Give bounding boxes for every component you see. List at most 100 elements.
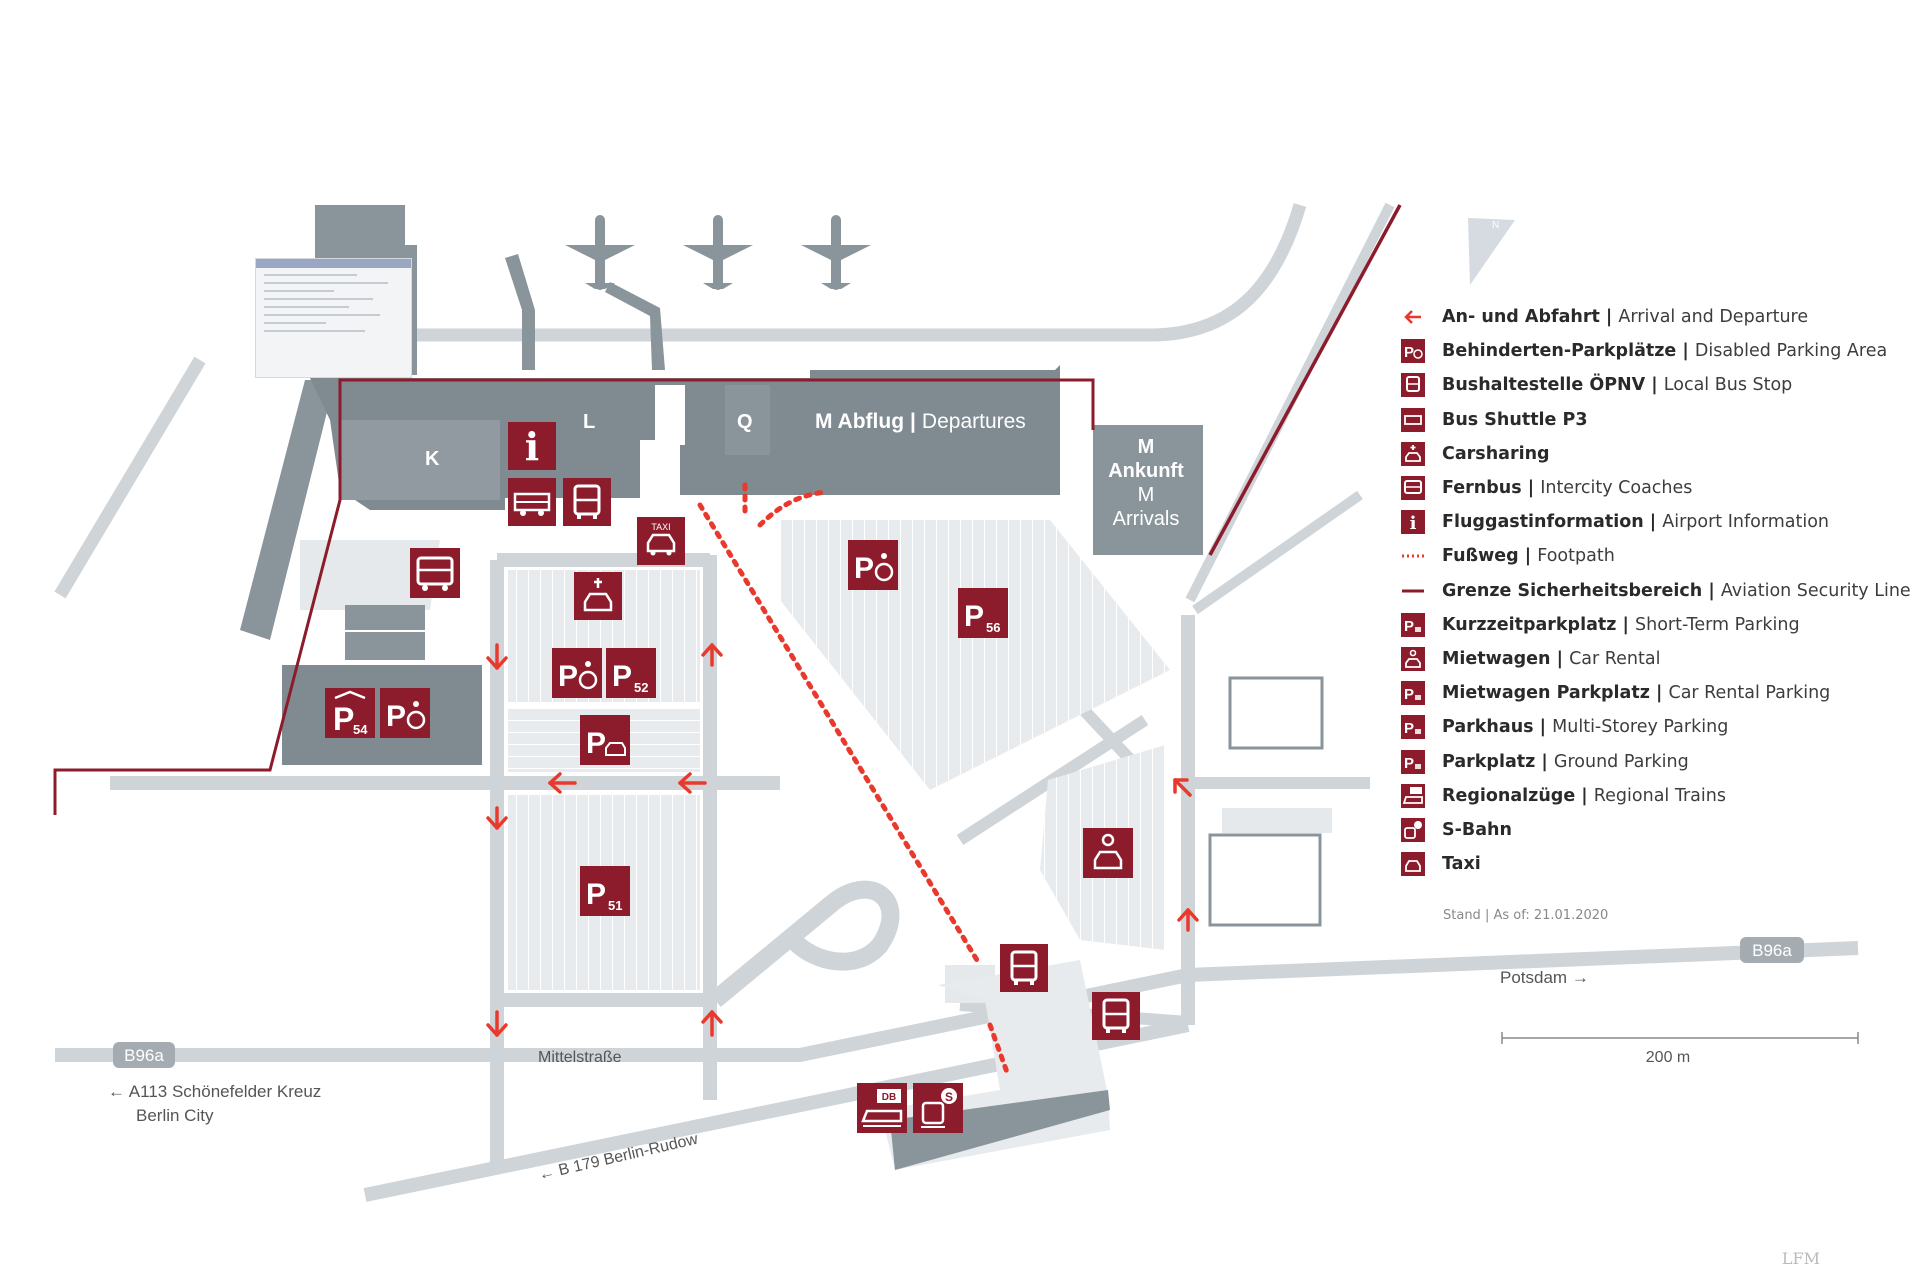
bus-stop-icon: [1400, 373, 1426, 398]
building-right-2: [1208, 833, 1322, 927]
coach-icon: [410, 548, 460, 598]
disabled-parking-icon: P: [552, 648, 602, 698]
pier-2: [605, 282, 665, 370]
short-term-parking-icon: P 52: [606, 648, 656, 698]
svg-text:S: S: [945, 1090, 953, 1104]
building-right-1: [1228, 676, 1324, 750]
legend-label: An- und Abfahrt | Arrival and Departure: [1442, 307, 1809, 328]
car-rental-parking-icon: P: [1400, 681, 1426, 706]
legend-label: S-Bahn: [1442, 819, 1512, 840]
legend-item: Mietwagen | Car Rental: [1400, 642, 1910, 676]
svg-text:P: P: [854, 552, 874, 585]
terminal-m-arrivals-line1: M: [1138, 436, 1155, 458]
lot-p56: [780, 520, 1170, 790]
arrow-left-icon: ←: [108, 1082, 125, 1101]
svg-text:P: P: [612, 660, 632, 693]
road-shield-b96a-right-label: B96a: [1752, 941, 1792, 960]
legend-label: Bus Shuttle P3: [1442, 409, 1588, 430]
terminal-m-arrivals-line3: M: [1138, 484, 1155, 506]
svg-text:P: P: [558, 660, 578, 693]
legend-label: Parkhaus | Multi-Storey Parking: [1442, 717, 1729, 738]
north-arrow-icon: [1468, 218, 1515, 285]
car-rental-icon: [1083, 828, 1133, 878]
legend-label: Grenze Sicherheitsbereich | Aviation Sec…: [1442, 580, 1911, 601]
legend-item: An- und Abfahrt | Arrival and Departure: [1400, 300, 1910, 334]
legend-label: Taxi: [1442, 854, 1481, 875]
arrow-icon: [548, 772, 577, 794]
road-shield-b96a-left: [113, 1042, 175, 1068]
airplane-icon: [565, 215, 635, 290]
terminal-m-arrivals-line4: Arrivals: [1113, 508, 1180, 530]
svg-text:P: P: [333, 701, 354, 737]
legend-label: Carsharing: [1442, 443, 1550, 464]
road-right-diagonal: [1185, 202, 1395, 603]
arrow-icon: [486, 806, 508, 830]
terminal-m-departures-de: M Abflug|Departures: [815, 410, 1026, 433]
taxi-icon: [1400, 852, 1426, 877]
arrow-icon: [701, 643, 723, 667]
legend-label: Mietwagen | Car Rental: [1442, 648, 1661, 669]
ground-parking-icon: P 51: [580, 866, 630, 916]
svg-text:56: 56: [986, 620, 1000, 635]
legend-item: S-Bahn: [1400, 813, 1910, 847]
svg-text:P: P: [1404, 720, 1414, 737]
svg-text:51: 51: [608, 898, 622, 913]
carsharing-icon: [574, 572, 622, 620]
mittelstrasse-label: Mittelstraße: [538, 1049, 622, 1066]
security-line-east: [1208, 204, 1402, 556]
scale-label: 200 m: [1646, 1049, 1690, 1066]
terminal-q-label: Q: [737, 411, 753, 433]
legend-item: Carsharing: [1400, 437, 1910, 471]
arrow-right-icon: →: [1571, 968, 1589, 987]
legend-item: Grenze Sicherheitsbereich | Aviation Sec…: [1400, 574, 1911, 608]
svg-text:i: i: [525, 424, 539, 469]
arrow-icon: [486, 1010, 508, 1037]
bus-stop-icon: [1092, 992, 1140, 1040]
svg-text:P: P: [586, 878, 606, 911]
car-rental-parking-icon: P: [580, 715, 630, 765]
regional-train-icon: DB: [857, 1083, 907, 1133]
terminal-l-label: L: [583, 411, 595, 433]
ground-parking-icon: P: [1400, 749, 1426, 774]
taxi-icon: TAXI: [637, 517, 685, 565]
footpath-terminal: [757, 489, 828, 528]
north-label: N: [1492, 220, 1499, 231]
svg-text:P: P: [386, 700, 406, 733]
info-icon: i: [508, 422, 556, 470]
footpath-station: [987, 1022, 1011, 1078]
footpath-main: [697, 502, 983, 968]
embedded-screenshot-thumbnail: [255, 258, 412, 378]
car-rental-icon: [1400, 646, 1426, 671]
ground-parking-icon: P 56: [958, 588, 1008, 638]
svg-text:i: i: [1410, 513, 1417, 534]
svg-text:P: P: [1404, 755, 1414, 772]
legend-label: Fluggastinformation | Airport Informatio…: [1442, 512, 1830, 533]
terminal-m-arrivals: [1093, 425, 1203, 555]
arrow-icon: [1177, 908, 1199, 932]
bus-stop-icon: [1000, 944, 1048, 992]
footpath-icon: [1400, 544, 1426, 568]
road-left-diagonal: [54, 356, 206, 599]
carsharing-icon: [1400, 441, 1426, 466]
shuttle-bus-icon: [508, 478, 556, 526]
arrow-icon: [1400, 305, 1426, 329]
station-building: [890, 1090, 1110, 1170]
legend-item: Regionalzüge | Regional Trains: [1400, 779, 1910, 813]
arrow-icon: [701, 1010, 723, 1037]
s-bahn-icon: S: [913, 1083, 963, 1133]
legend-item: Fernbus | Intercity Coaches: [1400, 471, 1910, 505]
terminal-k: [340, 420, 500, 500]
short-term-parking-icon: P: [1400, 612, 1426, 637]
lot-bus-shuttle: [300, 540, 440, 610]
legend-label: Fußweg | Footpath: [1442, 546, 1615, 567]
scale-bar: [1501, 1032, 1859, 1044]
legend-item: Fußweg | Footpath: [1400, 539, 1910, 573]
airplane-icon: [801, 215, 871, 290]
s-bahn-icon: [1400, 817, 1426, 842]
svg-text:P: P: [1404, 618, 1414, 635]
terminal-k-label: K: [425, 448, 440, 470]
arrow-icon: [1173, 778, 1192, 797]
building-right-2-roof: [1222, 808, 1332, 833]
